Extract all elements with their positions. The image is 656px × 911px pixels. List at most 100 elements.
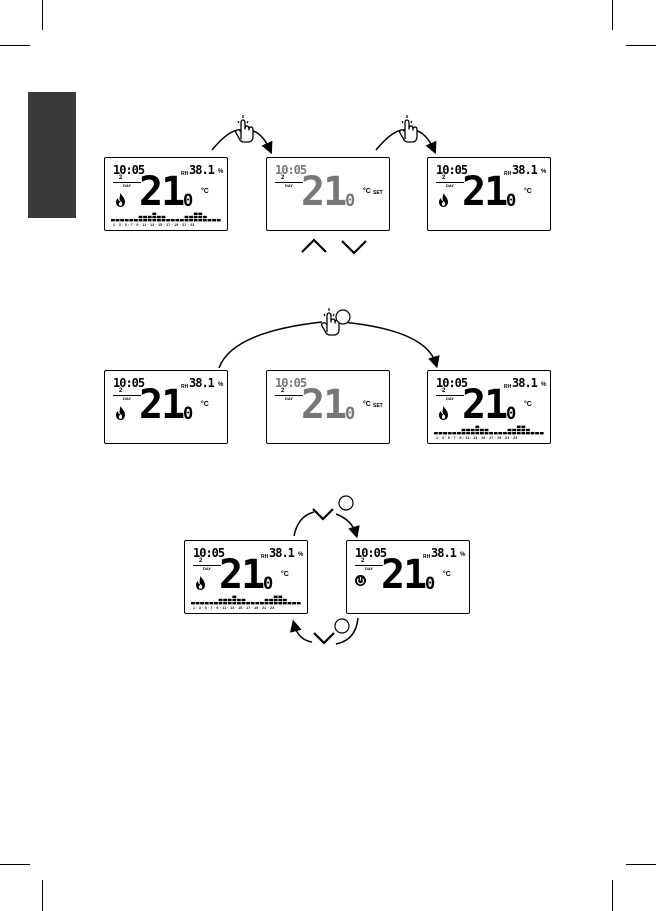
schedule-bar [466,428,470,432]
temperature-integer: 21 [301,169,347,215]
schedule-bar [292,602,296,605]
humidity-value: 38.1 [189,376,215,390]
schedule-bar [214,602,218,605]
clock-time: 10:05 [355,546,387,560]
schedule-bar [484,432,489,435]
schedule-bar [434,432,438,435]
schedule-bar [152,212,157,215]
day-divider [436,395,464,396]
schedule-bar [273,602,278,605]
temperature-decimal: 0 [183,404,194,424]
crop-mark [612,0,613,30]
temperature-unit: °C [524,401,532,408]
schedule-bar [129,219,134,222]
day-number: 2 [119,175,123,181]
schedule-bar [283,598,287,602]
temperature-integer: 21 [381,552,427,598]
schedule-bar [204,602,209,605]
humidity-label: RH [423,554,431,560]
schedule-bar [195,602,200,605]
schedule-bar [498,432,503,435]
schedule-bar [278,602,283,605]
schedule-bar [521,432,526,435]
schedule-bar [152,219,157,222]
schedule-bar [246,602,250,605]
schedule-bar [539,432,544,435]
hand-press-icon [235,114,254,143]
day-number: 2 [199,558,203,564]
chevron-down-icon [312,508,334,521]
schedule-bar [516,428,521,432]
schedule-bar [184,219,189,222]
day-number: 2 [442,175,446,181]
schedule-bar [189,215,193,219]
chevron-down-icon [313,632,335,645]
schedule-bar [175,219,180,222]
schedule-bar [227,598,232,602]
schedule-bar [503,432,507,435]
schedule-bar [218,602,223,605]
schedule-bar [521,425,526,428]
step-badge [334,618,350,634]
temperature-decimal: 0 [345,404,356,424]
schedule-bar [237,602,241,605]
flame-icon [115,193,126,207]
crop-mark [42,880,43,911]
crop-mark [42,0,43,30]
humidity-value: 38.1 [512,376,538,390]
temperature-unit: °C [281,571,289,578]
schedule-bar [269,602,273,605]
schedule-bar [241,602,246,605]
day-label: DAY [446,183,455,188]
schedule-bar [166,219,170,222]
temperature-decimal: 0 [506,191,517,211]
step-badge [338,495,354,511]
clock-time: 10:05 [275,376,307,390]
temperature-unit: °C [363,401,371,408]
schedule-bar [180,219,184,222]
schedule-bar [535,432,539,435]
schedule-bar [507,432,512,435]
schedule-bar [138,219,143,222]
humidity-unit: % [218,169,224,175]
clock-time: 10:05 [436,376,468,390]
schedule-bar [207,219,212,222]
hand-press-icon [321,307,340,336]
schedule-bar [526,428,530,432]
schedule-bar [232,595,237,598]
schedule-bar [134,219,138,222]
humidity-unit: % [298,552,304,558]
hour-scale: 1 · 3 · 5 · 7 · 9 · 11 · 13 · 15 · 17 · … [193,606,275,610]
schedule-bar [470,432,475,435]
day-label: DAY [285,183,294,188]
schedule-bar [443,432,447,435]
schedule-bar [278,598,283,602]
temperature-integer: 21 [301,382,347,428]
temperature-decimal: 0 [263,574,274,594]
schedule-bar [438,432,443,435]
temperature-decimal: 0 [183,191,194,211]
schedule-bar [232,598,237,602]
temperature-unit: °C [443,571,451,578]
schedule-bar [120,219,124,222]
temperature-integer: 21 [462,382,508,428]
schedule-bar [143,219,147,222]
schedule-bar [457,432,461,435]
schedule-bar [484,428,489,432]
temperature-integer: 21 [139,382,185,428]
flame-icon [195,576,206,590]
schedule-bar [260,602,264,605]
schedule-bar [452,432,457,435]
schedule-bar [264,602,269,605]
schedule-bar [287,602,292,605]
hand-press-icon [399,114,418,143]
day-divider [275,182,303,183]
day-label: DAY [123,396,132,401]
schedule-bar [521,428,526,432]
day-number: 2 [442,388,446,394]
clock-time: 10:05 [193,546,225,560]
